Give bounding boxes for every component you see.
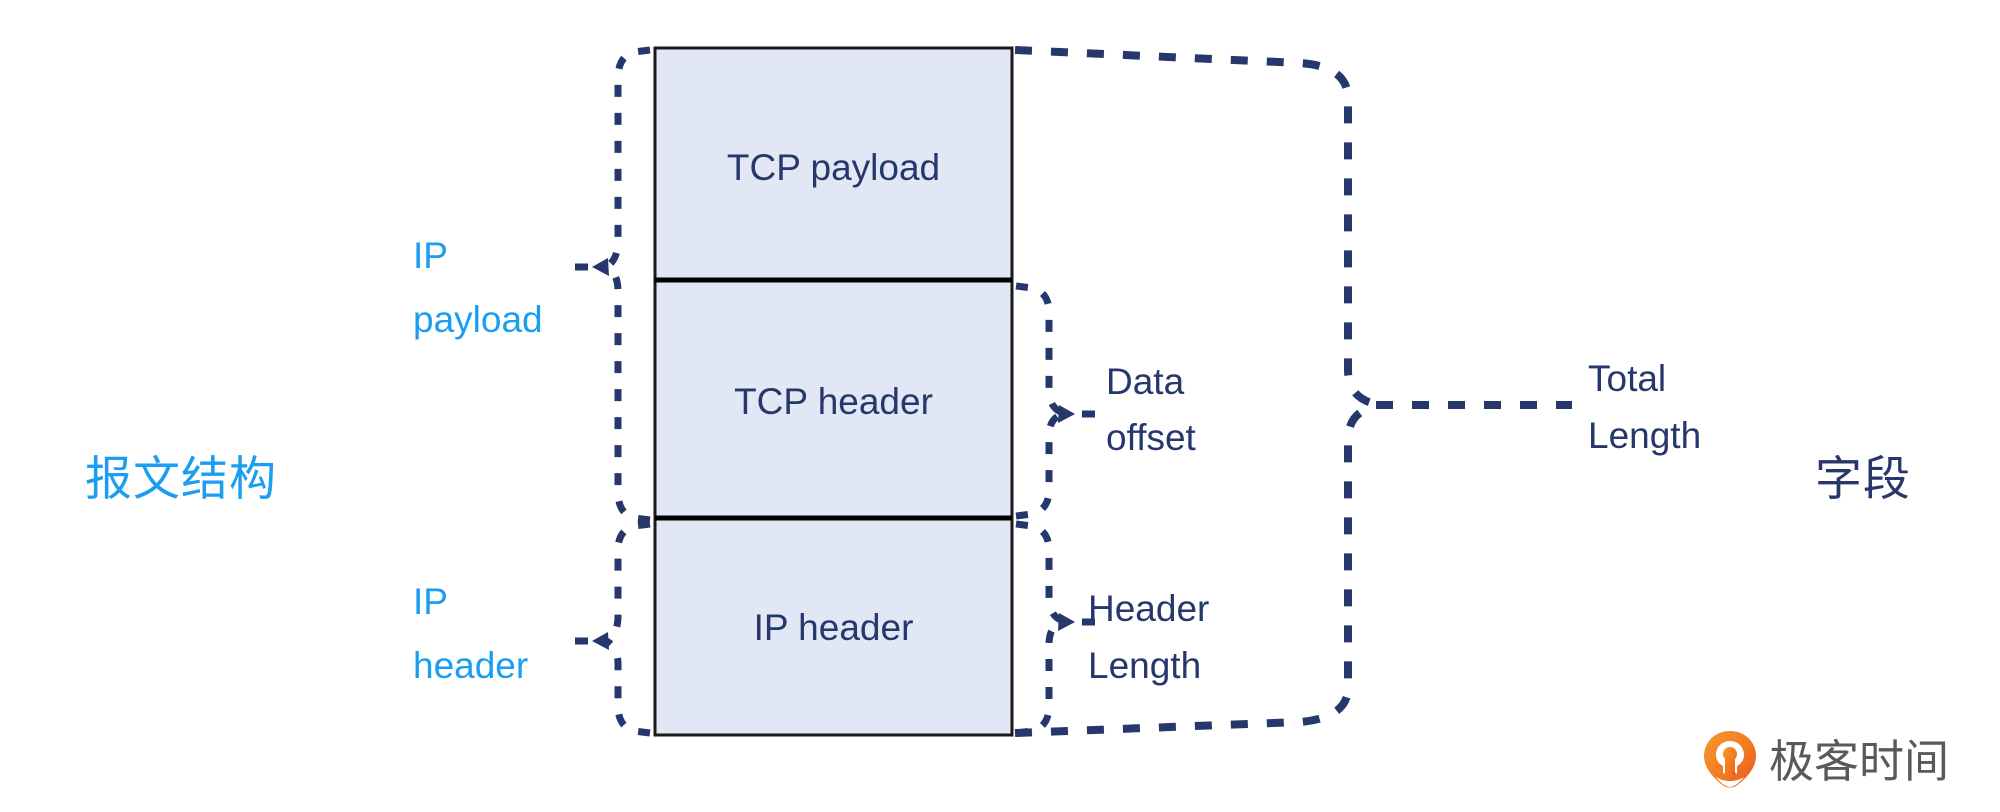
bracket-ip-payload-tip: [592, 258, 609, 276]
geekbang-logo: 极客时间: [1702, 728, 1949, 794]
label-ip-header-line2: header: [413, 645, 529, 686]
bracket-data-offset-tip: [1058, 405, 1075, 423]
label-header-length-line1: Header: [1088, 588, 1210, 629]
segment-label-tcp-header: TCP header: [734, 381, 933, 422]
label-data-offset-line1: Data: [1106, 361, 1185, 402]
label-ip-payload-line2: payload: [413, 299, 543, 340]
bracket-header-length: [1015, 520, 1065, 737]
bracket-data-offset: [1015, 282, 1065, 520]
bracket-ip-header: [602, 520, 651, 737]
bracket-ip-payload: [602, 46, 651, 524]
label-header-length-line2: Length: [1088, 645, 1202, 686]
logo-wordmark: 极客时间: [1769, 735, 1950, 787]
label-total-length-line1: Total: [1588, 358, 1667, 399]
label-ip-payload-line1: IP: [413, 235, 448, 276]
segment-label-ip-header: IP header: [753, 607, 914, 648]
bracket-header-length-tip: [1058, 613, 1075, 631]
segment-label-tcp-payload: TCP payload: [726, 147, 941, 188]
heading-packet-structure: 报文结构: [85, 452, 277, 505]
geekbang-pin-icon: [1704, 731, 1756, 788]
label-data-offset-line2: offset: [1106, 417, 1196, 458]
label-total-length-line2: Length: [1588, 415, 1702, 456]
bracket-ip-header-tip: [592, 632, 609, 650]
heading-fields: 字段: [1815, 452, 1911, 505]
label-ip-header-line1: IP: [413, 581, 448, 622]
